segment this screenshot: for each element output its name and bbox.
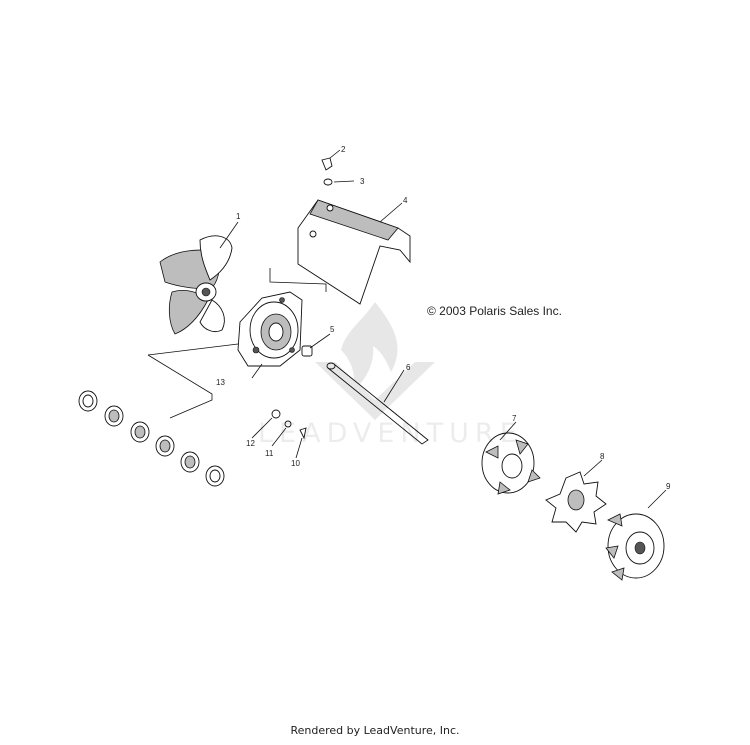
part-small-hardware [271,409,307,440]
footer-credit: Rendered by LeadVenture, Inc. [290,724,460,737]
watermark-text: LEADVENTURE [258,418,523,449]
callout-7: 7 [512,414,517,423]
leadventure-logo-icon [315,302,435,420]
part-cover [297,199,411,305]
callout-6: 6 [406,363,411,372]
callout-5: 5 [330,325,335,334]
part-shaft [326,362,429,445]
part-coupler-hub-2 [605,513,665,581]
part-bolt-washer [321,157,333,186]
callout-13: 13 [216,378,225,387]
callout-4: 4 [403,196,408,205]
part-spider [545,471,607,533]
callout-3: 3 [360,177,365,186]
callout-2: 2 [341,145,346,154]
callout-8: 8 [600,452,605,461]
callout-9: 9 [666,482,671,491]
callout-10: 10 [291,459,300,468]
part-coupler-hub [481,432,541,495]
part-housing [237,291,303,367]
callout-12: 12 [246,439,255,448]
part-seals-row [78,390,225,487]
callout-11: 11 [265,449,274,458]
part-impeller [159,235,233,335]
copyright-notice: © 2003 Polaris Sales Inc. [427,304,562,318]
callout-1: 1 [236,212,241,221]
part-nut [301,345,313,357]
